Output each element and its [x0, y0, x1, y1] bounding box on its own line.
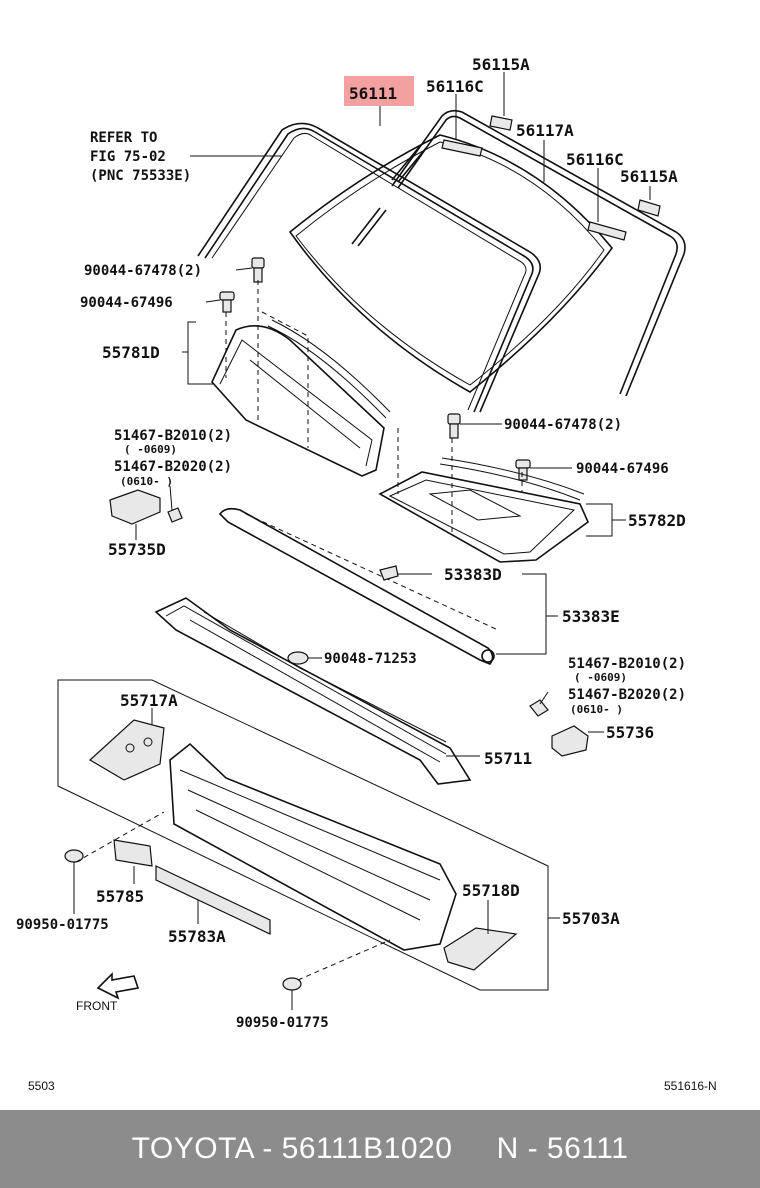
cowl-louver-55782d — [378, 457, 589, 563]
clip-51467-left — [167, 507, 183, 523]
bracket-55718d — [443, 927, 518, 971]
seal-55785 — [113, 839, 153, 867]
clip-51467-right — [529, 699, 549, 717]
part-label-53383d[interactable]: 53383D — [444, 565, 502, 584]
cowl-panel-55711 — [154, 597, 472, 785]
refer-text-line-1: REFER TO — [90, 130, 157, 146]
bracket-55717a — [88, 719, 165, 781]
cowl-louver-55781d — [211, 319, 391, 477]
part-label-51467-b2020-left[interactable]: 51467-B2020(2) — [114, 459, 232, 475]
highlight-box — [344, 76, 414, 106]
part-note-b2010-right: ( -0609) — [574, 671, 627, 684]
part-label-55703a[interactable]: 55703A — [562, 909, 620, 928]
part-label-55736[interactable]: 55736 — [606, 723, 654, 742]
part-label-56116c-right[interactable]: 56116C — [566, 150, 624, 169]
part-label-56116c-top[interactable]: 56116C — [426, 77, 484, 96]
page-code-left: 5503 — [28, 1079, 55, 1093]
moulding-56117a — [391, 109, 686, 397]
part-label-90044-67496-left[interactable]: 90044-67496 — [80, 295, 173, 311]
spacer-56115a-right — [637, 199, 661, 217]
bracket-55735d — [109, 489, 161, 525]
grommet-90048-71253 — [287, 651, 309, 665]
part-label-55785[interactable]: 55785 — [96, 887, 144, 906]
part-label-56111[interactable]: 56111 — [349, 84, 397, 103]
part-label-55711[interactable]: 55711 — [484, 749, 532, 768]
footer-part-number: TOYOTA - 56111B1020 N - 56111 — [131, 1132, 629, 1165]
part-label-90044-67496-right[interactable]: 90044-67496 — [576, 461, 669, 477]
part-label-55781d[interactable]: 55781D — [102, 343, 160, 362]
refer-text-line-2: FIG 75-02 — [90, 149, 166, 165]
clip-90044-67478-left — [251, 257, 265, 283]
spacer-56116c-right — [587, 221, 627, 241]
cowl-side-panel-55703a — [169, 742, 457, 951]
part-label-56115a-top[interactable]: 56115A — [472, 55, 530, 74]
clip-90044-67478-right — [447, 413, 461, 439]
spacer-56115a-top — [489, 115, 513, 131]
part-label-90950-01775-bottom[interactable]: 90950-01775 — [236, 1015, 329, 1031]
part-label-56117a[interactable]: 56117A — [516, 121, 574, 140]
part-label-51467-b2020-right[interactable]: 51467-B2020(2) — [568, 687, 686, 703]
part-label-55718d[interactable]: 55718D — [462, 881, 520, 900]
parts-diagram: 56111 56115A 56116C 56117A 56116C 56115A… — [16, 55, 717, 1093]
part-label-55717a[interactable]: 55717A — [120, 691, 178, 710]
part-number-footer: TOYOTA - 56111B1020 N - 56111 — [0, 1110, 760, 1188]
clip-53383d — [379, 565, 399, 581]
part-note-b2010-left: ( -0609) — [124, 443, 177, 456]
leader-lines — [73, 72, 651, 1010]
front-arrow-icon — [96, 972, 140, 1000]
outline-55703a — [57, 679, 549, 991]
moulding-75533e — [197, 122, 541, 413]
seal-55783a — [155, 865, 271, 935]
part-label-53383e[interactable]: 53383E — [562, 607, 620, 626]
clip-90044-67496-right — [515, 459, 531, 481]
part-label-90044-67478-right[interactable]: 90044-67478(2) — [504, 417, 622, 433]
part-label-55735d[interactable]: 55735D — [108, 540, 166, 559]
spacer-56116c-top — [441, 139, 483, 157]
page-code-right: 551616-N — [664, 1079, 717, 1093]
part-label-51467-b2010-left[interactable]: 51467-B2010(2) — [114, 428, 232, 444]
windshield-glass — [288, 134, 614, 393]
part-label-55782d[interactable]: 55782D — [628, 511, 686, 530]
seal-53383d — [218, 507, 499, 665]
plug-90950-01775-left — [64, 849, 84, 863]
clip-90044-67496-left — [219, 291, 235, 313]
part-label-90048-71253[interactable]: 90048-71253 — [324, 651, 417, 667]
front-label: FRONT — [76, 999, 118, 1013]
part-label-90950-01775-left[interactable]: 90950-01775 — [16, 917, 109, 933]
part-label-90044-67478-left[interactable]: 90044-67478(2) — [84, 263, 202, 279]
part-note-b2020-left: (0610- ) — [120, 475, 173, 488]
bracket-55736 — [551, 725, 589, 757]
part-label-55783a[interactable]: 55783A — [168, 927, 226, 946]
part-note-b2020-right: (0610- ) — [570, 703, 623, 716]
refer-text-line-3: (PNC 75533E) — [90, 168, 191, 184]
part-label-51467-b2010-right[interactable]: 51467-B2010(2) — [568, 656, 686, 672]
part-label-56115a-right[interactable]: 56115A — [620, 167, 678, 186]
